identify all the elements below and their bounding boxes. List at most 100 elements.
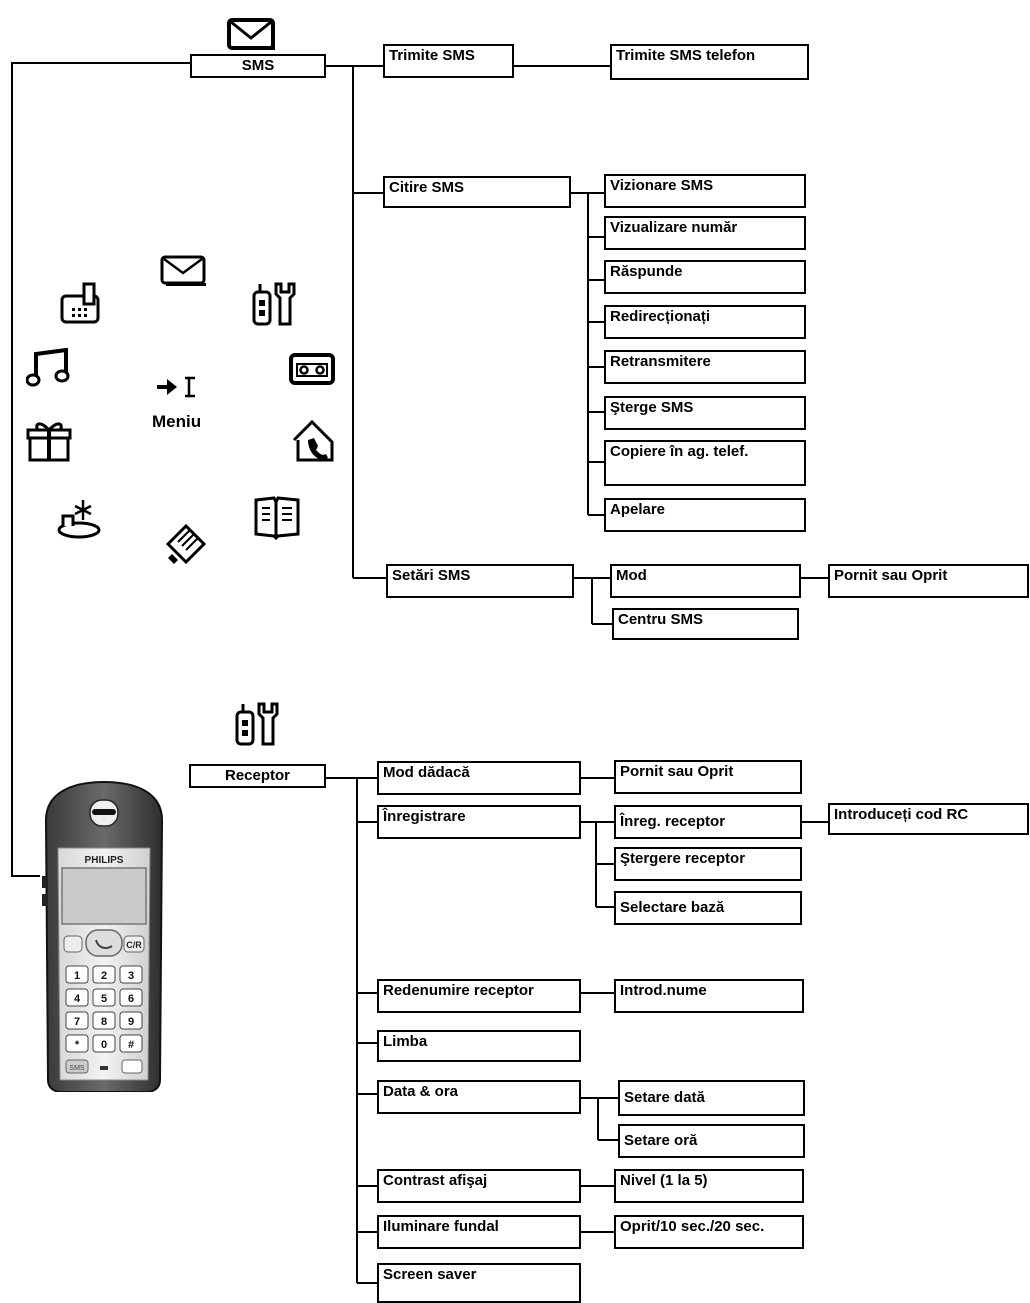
clear-key: C/R — [126, 940, 142, 950]
delete-handset-label: Ştergere receptor — [620, 850, 745, 867]
menu-gift-icon — [26, 418, 72, 464]
screen-saver-node: Screen saver — [377, 1263, 581, 1303]
send-sms-label: Trimite SMS — [389, 47, 475, 64]
sms-center-node: Centru SMS — [612, 608, 799, 640]
read-item-node: Copiere în ag. telef. — [604, 440, 806, 486]
read-sms-node: Citire SMS — [383, 176, 571, 208]
menu-answering-machine-icon — [288, 352, 336, 386]
keypad-key: 9 — [128, 1016, 134, 1028]
send-sms-node: Trimite SMS — [383, 44, 514, 78]
date-time-node: Data & ora — [377, 1080, 581, 1114]
envelope-icon — [225, 14, 277, 52]
register-label: Înregistrare — [383, 808, 466, 825]
menu-envelope-icon — [160, 255, 208, 287]
read-item-node: Şterge SMS — [604, 396, 806, 430]
screen-saver-label: Screen saver — [383, 1266, 476, 1283]
nanny-onoff-node: Pornit sau Oprit — [614, 760, 802, 794]
read-item-label: Şterge SMS — [610, 399, 693, 416]
read-item-label: Copiere în ag. telef. — [610, 443, 748, 460]
sms-settings-node: Setări SMS — [386, 564, 574, 598]
sms-mode-label: Mod — [616, 567, 647, 584]
keypad-key: 5 — [101, 993, 107, 1005]
language-label: Limba — [383, 1033, 427, 1050]
register-handset-label: Înreg. receptor — [620, 813, 725, 830]
read-item-node: Apelare — [604, 498, 806, 532]
read-item-node: Vizionare SMS — [604, 174, 806, 208]
backlight-node: Iluminare fundal — [377, 1215, 581, 1249]
read-item-label: Vizionare SMS — [610, 177, 713, 194]
receptor-settings-icon — [232, 700, 282, 748]
menu-label: Meniu — [152, 412, 201, 432]
read-item-label: Răspunde — [610, 263, 683, 280]
keypad-key: 0 — [101, 1039, 107, 1051]
sms-key: SMS — [69, 1065, 85, 1072]
read-sms-label: Citire SMS — [389, 179, 464, 196]
read-item-label: Apelare — [610, 501, 665, 518]
display-contrast-node: Contrast afişaj — [377, 1169, 581, 1203]
menu-calllog-icon — [164, 522, 208, 566]
nanny-mode-node: Mod dădacă — [377, 761, 581, 795]
menu-alarm-icon — [55, 496, 103, 540]
set-date-node: Setare dată — [618, 1080, 805, 1116]
send-sms-phone-label: Trimite SMS telefon — [616, 47, 755, 64]
read-item-node: Vizualizare număr — [604, 216, 806, 250]
enter-name-node: Introd.nume — [614, 979, 804, 1013]
set-date-label: Setare dată — [624, 1089, 705, 1106]
receptor-root-node: Receptor — [189, 764, 326, 788]
delete-handset-node: Ştergere receptor — [614, 847, 802, 881]
sms-settings-label: Setări SMS — [392, 567, 470, 584]
menu-intercom-icon — [58, 282, 102, 324]
nanny-onoff-label: Pornit sau Oprit — [620, 763, 733, 780]
read-item-label: Redirecționați — [610, 308, 710, 325]
send-sms-phone-node: Trimite SMS telefon — [610, 44, 809, 80]
rename-handset-label: Redenumire receptor — [383, 982, 534, 999]
menu-home-icon — [290, 418, 336, 464]
keypad-key: 6 — [128, 993, 134, 1005]
menu-phonebook-icon — [252, 494, 302, 540]
read-item-label: Retransmitere — [610, 353, 711, 370]
enter-rc-code-label: Introduceți cod RC — [834, 806, 968, 823]
sms-mode-onoff-node: Pornit sau Oprit — [828, 564, 1029, 598]
keypad-key: 4 — [74, 993, 81, 1005]
read-item-label: Vizualizare număr — [610, 219, 737, 236]
rename-handset-node: Redenumire receptor — [377, 979, 581, 1013]
keypad-key: * — [75, 1039, 80, 1051]
keypad-key: 2 — [101, 970, 107, 982]
brand-logo: PHILIPS — [85, 855, 124, 866]
date-time-label: Data & ora — [383, 1083, 458, 1100]
menu-enter-icon — [155, 376, 199, 398]
receptor-root-label: Receptor — [225, 767, 290, 784]
backlight-label: Iluminare fundal — [383, 1218, 499, 1235]
read-item-node: Retransmitere — [604, 350, 806, 384]
select-base-label: Selectare bază — [620, 899, 724, 916]
menu-settings-icon — [250, 280, 298, 328]
keypad-key: 8 — [101, 1016, 107, 1028]
keypad-key: 1 — [74, 970, 80, 982]
contrast-level-node: Nivel (1 la 5) — [614, 1169, 804, 1203]
enter-name-label: Introd.nume — [620, 982, 707, 999]
handset-illustration: PHILIPS C/R 1 2 3 4 5 6 7 8 9 * 0 # SMS — [40, 780, 168, 1092]
enter-rc-code-node: Introduceți cod RC — [828, 803, 1029, 835]
sms-mode-onoff-label: Pornit sau Oprit — [834, 567, 947, 584]
sms-center-label: Centru SMS — [618, 611, 703, 628]
backlight-options-label: Oprit/10 sec./20 sec. — [620, 1218, 764, 1235]
select-base-node: Selectare bază — [614, 891, 802, 925]
nanny-mode-label: Mod dădacă — [383, 764, 470, 781]
display-contrast-label: Contrast afişaj — [383, 1172, 487, 1189]
set-time-node: Setare oră — [618, 1124, 805, 1158]
language-node: Limba — [377, 1030, 581, 1062]
keypad-key: 3 — [128, 970, 134, 982]
sms-mode-node: Mod — [610, 564, 801, 598]
read-item-node: Redirecționați — [604, 305, 806, 339]
read-item-node: Răspunde — [604, 260, 806, 294]
keypad-key: # — [128, 1039, 134, 1051]
menu-music-icon — [26, 348, 72, 388]
contrast-level-label: Nivel (1 la 5) — [620, 1172, 708, 1189]
register-handset-node: Înreg. receptor — [614, 805, 802, 839]
register-node: Înregistrare — [377, 805, 581, 839]
sms-root-node: SMS — [190, 54, 326, 78]
backlight-options-node: Oprit/10 sec./20 sec. — [614, 1215, 804, 1249]
keypad-key: 7 — [74, 1016, 80, 1028]
set-time-label: Setare oră — [624, 1132, 697, 1149]
sms-root-label: SMS — [242, 57, 275, 74]
